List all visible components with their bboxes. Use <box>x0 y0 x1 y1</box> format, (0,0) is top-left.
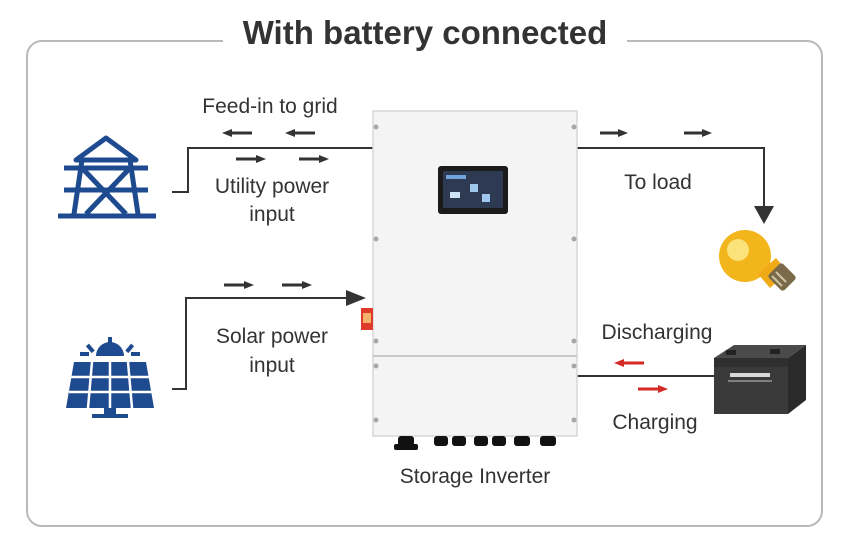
charging-label: Charging <box>612 411 698 434</box>
charging-arrow <box>638 385 668 393</box>
inverter-label: Storage Inverter <box>399 465 551 488</box>
solar-connection-line <box>172 297 350 390</box>
discharging-arrow <box>614 359 644 367</box>
to-load-label: To load <box>624 171 692 194</box>
utility-input-label-line1: Utility power <box>214 175 330 198</box>
solar-arrowhead <box>346 290 366 306</box>
grid-connection-line <box>172 147 373 193</box>
load-arrowhead <box>754 206 774 224</box>
feed-in-arrows <box>222 129 315 137</box>
to-load-arrows <box>600 129 712 137</box>
load-connection-line <box>577 147 765 210</box>
transmission-tower-icon <box>58 135 156 219</box>
solar-panel-icon <box>66 337 154 418</box>
discharging-label: Discharging <box>601 321 713 344</box>
utility-input-label-line2: input <box>249 203 295 226</box>
solar-input-arrows <box>224 281 312 289</box>
battery-icon <box>714 345 806 414</box>
utility-input-arrows <box>236 155 329 163</box>
storage-inverter-device <box>361 110 578 450</box>
diagram-title: With battery connected <box>0 14 850 52</box>
light-bulb-icon <box>719 230 796 291</box>
solar-input-label-line1: Solar power <box>215 325 329 348</box>
feed-in-label: Feed-in to grid <box>202 95 338 118</box>
solar-input-label-line2: input <box>249 354 295 377</box>
